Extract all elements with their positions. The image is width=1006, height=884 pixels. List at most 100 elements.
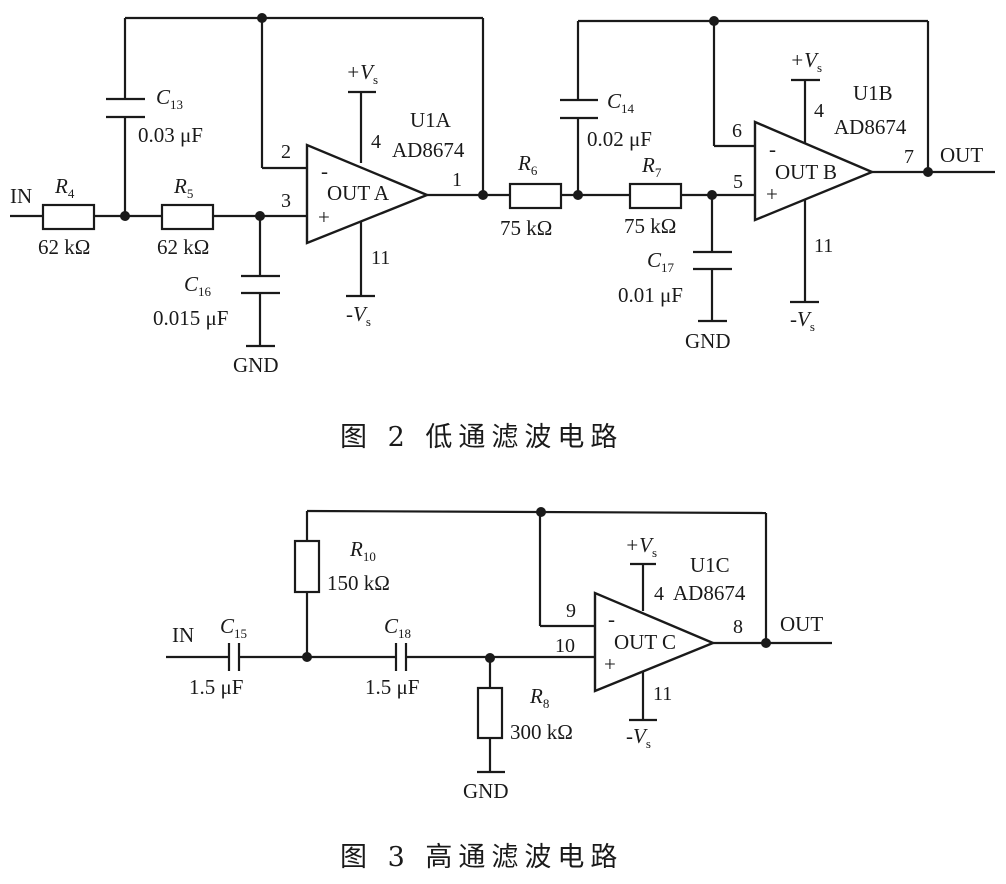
capacitor-c14	[560, 98, 598, 120]
label-r4-name: R4	[54, 174, 75, 201]
opamp-u1b	[753, 120, 876, 222]
opamp-u1a-plus-sign: +	[318, 205, 330, 229]
junction-dot	[709, 16, 719, 26]
pin-u1a-out: 1	[452, 169, 462, 191]
pin-u1b-vneg: 11	[814, 235, 833, 257]
opamp-u1a-minus-sign: -	[321, 159, 328, 183]
pin-u1c-noninv: 10	[555, 635, 575, 657]
resistor-r10	[293, 539, 321, 594]
figure-3-caption: 图 3 高通滤波电路	[340, 842, 623, 873]
wires-stage-b	[561, 19, 995, 321]
junction-dot	[255, 211, 265, 221]
opamp-u1a	[305, 143, 431, 245]
label-out: OUT	[940, 143, 983, 167]
label-u1b-part: AD8674	[834, 115, 907, 139]
pin-u1b-out: 7	[904, 146, 914, 168]
opamp-u1b-minus-sign: -	[769, 137, 776, 161]
label-c15-value: 1.5 μF	[189, 675, 243, 699]
label-c14-name: C14	[607, 89, 635, 116]
resistor-r5	[160, 203, 215, 231]
label-r7-value: 75 kΩ	[624, 214, 676, 238]
junction-dot	[257, 13, 267, 23]
junction-dot	[485, 653, 495, 663]
label-u1b-ref: U1B	[853, 81, 893, 105]
junction-dot	[573, 190, 583, 200]
label-r8-value: 300 kΩ	[510, 720, 573, 744]
label-c14-value: 0.02 μF	[587, 127, 652, 151]
label-u1c-part: AD8674	[673, 581, 746, 605]
resistor-r6	[508, 182, 563, 210]
label-gnd-b: GND	[685, 329, 731, 353]
junction-dot	[120, 211, 130, 221]
label-out-c: OUT C	[614, 630, 676, 654]
label-r6-value: 75 kΩ	[500, 216, 552, 240]
pin-u1b-inv: 6	[732, 120, 742, 142]
resistor-r7	[628, 182, 683, 210]
opamp-u1b-plus-sign: +	[766, 182, 778, 206]
junction-dot	[536, 507, 546, 517]
capacitor-c13	[106, 97, 145, 119]
label-c13-name: C13	[156, 85, 183, 112]
pin-u1a-inv: 2	[281, 141, 291, 163]
pin-u1c-vneg: 11	[653, 683, 672, 705]
label-vpos-a: +Vs	[346, 60, 378, 87]
capacitor-c18	[394, 643, 408, 671]
label-c18-value: 1.5 μF	[365, 675, 419, 699]
wires-stage-a	[10, 16, 510, 346]
label-gnd-c: GND	[463, 779, 509, 803]
junction-dot	[707, 190, 717, 200]
label-r7-name: R7	[641, 153, 662, 180]
label-vneg-b: -Vs	[790, 307, 815, 334]
label-u1a-ref: U1A	[410, 108, 452, 132]
label-r5-name: R5	[173, 174, 193, 201]
capacitor-c16	[241, 274, 280, 295]
label-c18-name: C18	[384, 614, 411, 641]
label-vpos-b: +Vs	[790, 48, 822, 75]
resistor-r8	[476, 686, 504, 740]
label-vpos-c: +Vs	[625, 533, 657, 560]
label-c15-name: C15	[220, 614, 247, 641]
label-r10-name: R10	[349, 537, 376, 564]
pin-u1c-inv: 9	[566, 600, 576, 622]
resistor-r4	[41, 203, 96, 231]
label-u1c-ref: U1C	[690, 553, 730, 577]
label-c17-name: C17	[647, 248, 675, 275]
label-r8-name: R8	[529, 684, 549, 711]
label-r6-name: R6	[517, 151, 538, 178]
label-in: IN	[10, 184, 32, 208]
label-out-a: OUT A	[327, 181, 390, 205]
pin-u1a-noninv: 3	[281, 190, 291, 212]
pin-u1b-noninv: 5	[733, 171, 743, 193]
label-u1a-part: AD8674	[392, 138, 465, 162]
capacitor-c15	[227, 643, 241, 671]
junction-dot	[478, 190, 488, 200]
label-c17-value: 0.01 μF	[618, 283, 683, 307]
pin-u1c-vpos: 4	[654, 583, 664, 605]
opamp-u1c	[593, 591, 717, 693]
pin-u1a-vpos: 4	[371, 131, 381, 153]
capacitor-c17	[693, 250, 732, 271]
label-in: IN	[172, 623, 194, 647]
figure-2-lowpass-circuit: IN R4 62 kΩ R5 62 kΩ C13 0.03 μF C16 0.0…	[10, 13, 995, 453]
label-r10-value: 150 kΩ	[327, 571, 390, 595]
label-vneg-c: -Vs	[626, 724, 651, 751]
pin-u1b-vpos: 4	[814, 100, 824, 122]
label-gnd-a: GND	[233, 353, 279, 377]
label-vneg-a: -Vs	[346, 302, 371, 329]
label-c16-name: C16	[184, 272, 212, 299]
figure-2-caption: 图 2 低通滤波电路	[340, 422, 623, 453]
label-r4-value: 62 kΩ	[38, 235, 90, 259]
label-c13-value: 0.03 μF	[138, 123, 203, 147]
label-r5-value: 62 kΩ	[157, 235, 209, 259]
label-c16-value: 0.015 μF	[153, 306, 228, 330]
figure-3-highpass-circuit: IN C15 1.5 μF C18 1.5 μF R10 150 kΩ R8 3…	[166, 507, 832, 873]
pin-u1c-out: 8	[733, 616, 743, 638]
junction-dot	[761, 638, 771, 648]
opamp-u1c-plus-sign: +	[604, 652, 616, 676]
pin-u1a-vneg: 11	[371, 247, 390, 269]
junction-dot	[923, 167, 933, 177]
label-out: OUT	[780, 612, 823, 636]
junction-dot	[302, 652, 312, 662]
label-out-b: OUT B	[775, 160, 837, 184]
